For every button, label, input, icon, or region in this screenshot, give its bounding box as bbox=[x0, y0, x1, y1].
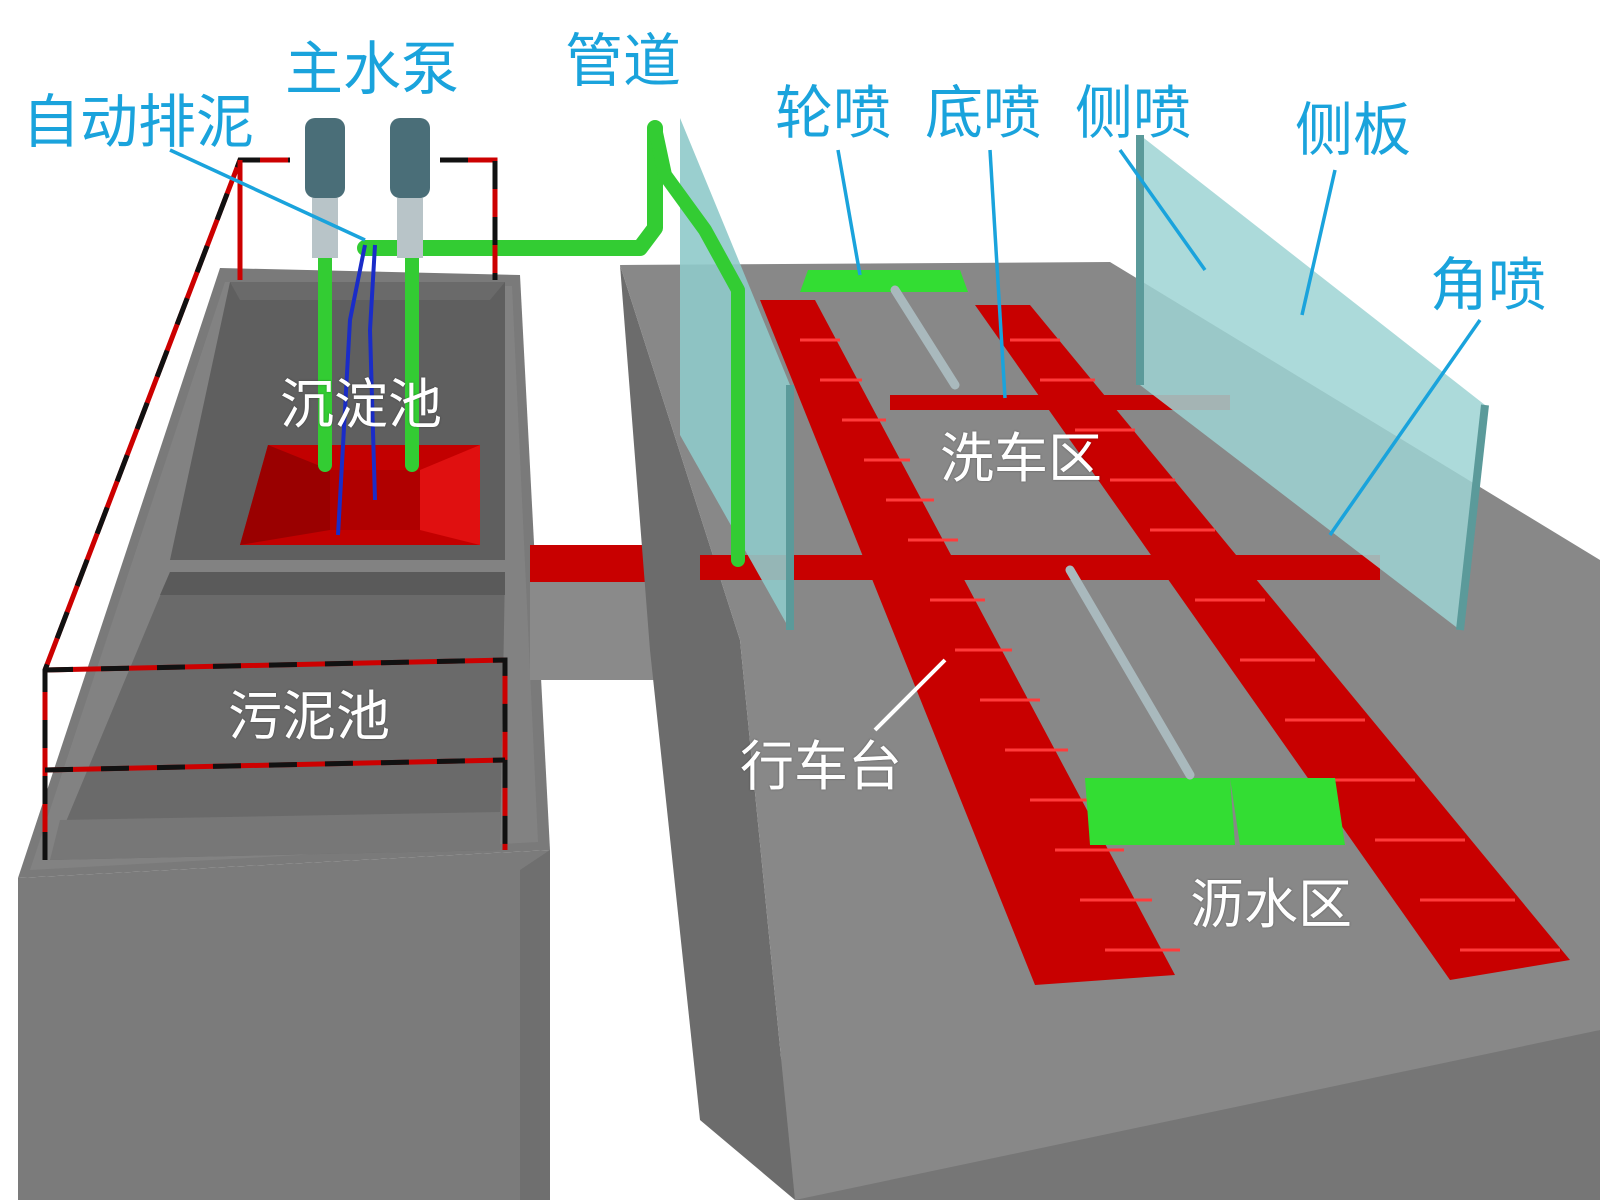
sludge-hoses bbox=[336, 244, 377, 536]
pipeline bbox=[318, 120, 745, 567]
callout-lines bbox=[169, 148, 1482, 537]
grating-tracks bbox=[700, 300, 1570, 985]
pumps bbox=[305, 118, 430, 258]
driving-platform-label: 行车台 bbox=[740, 735, 902, 798]
draining-zone-label: 沥水区 bbox=[1190, 873, 1352, 936]
handrails bbox=[42, 157, 508, 860]
sludge-tank-label: 污泥池 bbox=[228, 685, 390, 748]
spray-pipes bbox=[890, 285, 1195, 780]
settling-tank bbox=[170, 282, 505, 560]
main-pump-label: 主水泵 bbox=[285, 35, 460, 103]
wheel-spray-label: 轮喷 bbox=[775, 79, 892, 147]
bottom-spray-label: 底喷 bbox=[925, 79, 1042, 147]
sludge-tank bbox=[50, 572, 505, 860]
washing-zone-label: 洗车区 bbox=[940, 427, 1102, 490]
corner-spray-label: 角喷 bbox=[1430, 251, 1547, 319]
auto-sludge-discharge-label: 自动排泥 bbox=[22, 88, 255, 156]
pipeline-label: 管道 bbox=[565, 27, 682, 95]
side-panel-label: 侧板 bbox=[1295, 96, 1412, 164]
grating-slats bbox=[800, 338, 1560, 952]
settling-tank-label: 沉淀池 bbox=[280, 373, 442, 436]
callout-lines-white bbox=[873, 658, 947, 732]
spray-nozzles bbox=[800, 270, 1345, 845]
side-spray-label: 侧喷 bbox=[1075, 79, 1192, 147]
